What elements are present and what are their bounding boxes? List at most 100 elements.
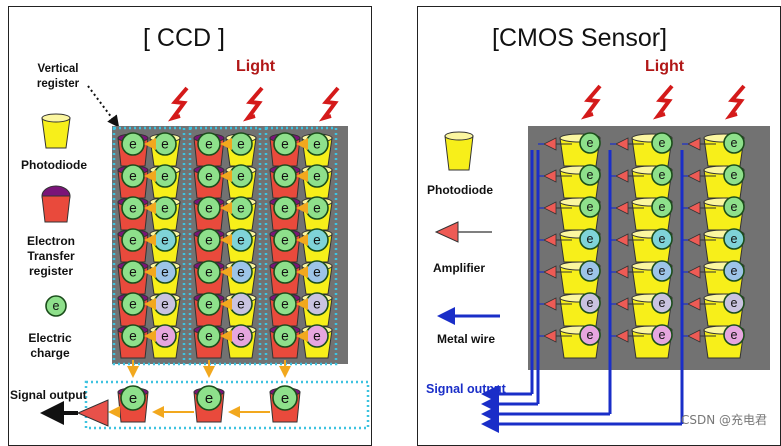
charge-symbol: e bbox=[161, 233, 169, 248]
cmos-signal-output-label: Signal output bbox=[426, 382, 506, 396]
charge-symbol: e bbox=[659, 296, 666, 310]
charge-symbol: e bbox=[587, 232, 594, 246]
electric-charge-icon bbox=[120, 385, 146, 411]
charge-symbol: e bbox=[161, 297, 169, 312]
legend-photodiode-icon bbox=[444, 135, 474, 171]
ccd-photodiode-label: Photodiode bbox=[21, 158, 87, 172]
electric-charge-icon bbox=[651, 260, 673, 282]
charge-symbol: e bbox=[313, 233, 321, 248]
vertical-register-outline bbox=[112, 126, 186, 366]
ccd-title: [ CCD ] bbox=[143, 24, 225, 52]
charge-symbol: e bbox=[659, 136, 666, 150]
vertical-register-label: Vertical register bbox=[36, 63, 80, 90]
electric-charge-icon bbox=[579, 132, 601, 154]
charge-symbol: e bbox=[731, 200, 738, 214]
charge-symbol: e bbox=[313, 329, 321, 344]
charge-symbol: e bbox=[281, 390, 289, 407]
charge-symbol: e bbox=[587, 136, 594, 150]
charge-symbol: e bbox=[587, 296, 594, 310]
amplifier-label: Amplifier bbox=[432, 261, 485, 275]
horizontal-register-outline bbox=[84, 380, 370, 430]
charge-symbol: e bbox=[237, 137, 245, 152]
charge-symbol: e bbox=[731, 232, 738, 246]
legend-transfer-register-icon bbox=[41, 195, 71, 223]
light-bolt-icon bbox=[318, 86, 340, 122]
electric-charge-icon bbox=[196, 385, 222, 411]
charge-symbol: e bbox=[659, 232, 666, 246]
charge-symbol: e bbox=[587, 200, 594, 214]
electric-charge-icon bbox=[651, 324, 673, 346]
charge-symbol: e bbox=[237, 169, 245, 184]
charge-symbol: e bbox=[53, 299, 60, 313]
charge-symbol: e bbox=[659, 328, 666, 342]
charge-symbol: e bbox=[587, 168, 594, 182]
charge-symbol: e bbox=[237, 265, 245, 280]
electric-charge-icon bbox=[723, 164, 745, 186]
charge-symbol: e bbox=[313, 137, 321, 152]
photodiode-top bbox=[41, 113, 71, 123]
charge-symbol: e bbox=[205, 137, 213, 152]
charge-symbol: e bbox=[731, 136, 738, 150]
charge-symbol: e bbox=[161, 169, 169, 184]
charge-symbol: e bbox=[281, 297, 289, 312]
charge-symbol: e bbox=[161, 329, 169, 344]
electric-charge-icon bbox=[723, 196, 745, 218]
charge-symbol: e bbox=[731, 264, 738, 278]
charge-symbol: e bbox=[129, 265, 137, 280]
electric-charge-icon bbox=[579, 228, 601, 250]
charge-symbol: e bbox=[129, 297, 137, 312]
charge-symbol: e bbox=[587, 264, 594, 278]
charge-symbol: e bbox=[129, 390, 137, 407]
charge-symbol: e bbox=[281, 201, 289, 216]
electric-charge-icon bbox=[579, 324, 601, 346]
vertical-register-outline bbox=[264, 126, 338, 366]
metal-wire-label: Metal wire bbox=[436, 332, 496, 346]
charge-symbol: e bbox=[205, 390, 213, 407]
charge-symbol: e bbox=[129, 201, 137, 216]
electric-charge-icon bbox=[723, 260, 745, 282]
vertical-register-pointer bbox=[87, 85, 120, 128]
cmos-photodiode-label: Photodiode bbox=[427, 183, 493, 197]
charge-symbol: e bbox=[313, 201, 321, 216]
cmos-light-label: Light bbox=[645, 58, 685, 75]
electric-charge-icon bbox=[651, 292, 673, 314]
electric-charge-icon bbox=[579, 292, 601, 314]
ccd-output-amplifier-icon bbox=[76, 399, 109, 427]
electric-charge-icon bbox=[579, 164, 601, 186]
electron-transfer-register-label: Electron Transfer register bbox=[26, 234, 75, 278]
charge-symbol: e bbox=[281, 233, 289, 248]
ccd-signal-output-label: Signal output bbox=[10, 388, 87, 402]
photodiode-top bbox=[444, 131, 474, 141]
charge-symbol: e bbox=[161, 265, 169, 280]
charge-symbol: e bbox=[281, 265, 289, 280]
charge-symbol: e bbox=[205, 201, 213, 216]
cmos-title: [CMOS Sensor] bbox=[492, 24, 668, 52]
electric-charge-label: Electric charge bbox=[28, 331, 72, 360]
electric-charge-icon bbox=[723, 228, 745, 250]
ccd-light-label: Light bbox=[236, 58, 276, 75]
electric-charge-icon bbox=[651, 132, 673, 154]
charge-symbol: e bbox=[659, 200, 666, 214]
charge-symbol: e bbox=[205, 297, 213, 312]
electric-charge-icon bbox=[272, 385, 298, 411]
charge-symbol: e bbox=[313, 297, 321, 312]
charge-symbol: e bbox=[281, 137, 289, 152]
charge-symbol: e bbox=[281, 169, 289, 184]
charge-symbol: e bbox=[237, 201, 245, 216]
charge-symbol: e bbox=[587, 328, 594, 342]
light-bolt-icon bbox=[167, 86, 189, 122]
charge-symbol: e bbox=[659, 168, 666, 182]
legend-amplifier-icon bbox=[434, 221, 459, 243]
electric-charge-icon bbox=[45, 295, 67, 317]
charge-symbol: e bbox=[731, 168, 738, 182]
charge-symbol: e bbox=[161, 201, 169, 216]
charge-symbol: e bbox=[731, 328, 738, 342]
light-bolt-icon bbox=[652, 84, 674, 120]
electric-charge-icon bbox=[651, 228, 673, 250]
charge-symbol: e bbox=[129, 169, 137, 184]
electric-charge-icon bbox=[651, 164, 673, 186]
watermark: CSDN @充电君 bbox=[680, 413, 767, 427]
charge-symbol: e bbox=[129, 137, 137, 152]
